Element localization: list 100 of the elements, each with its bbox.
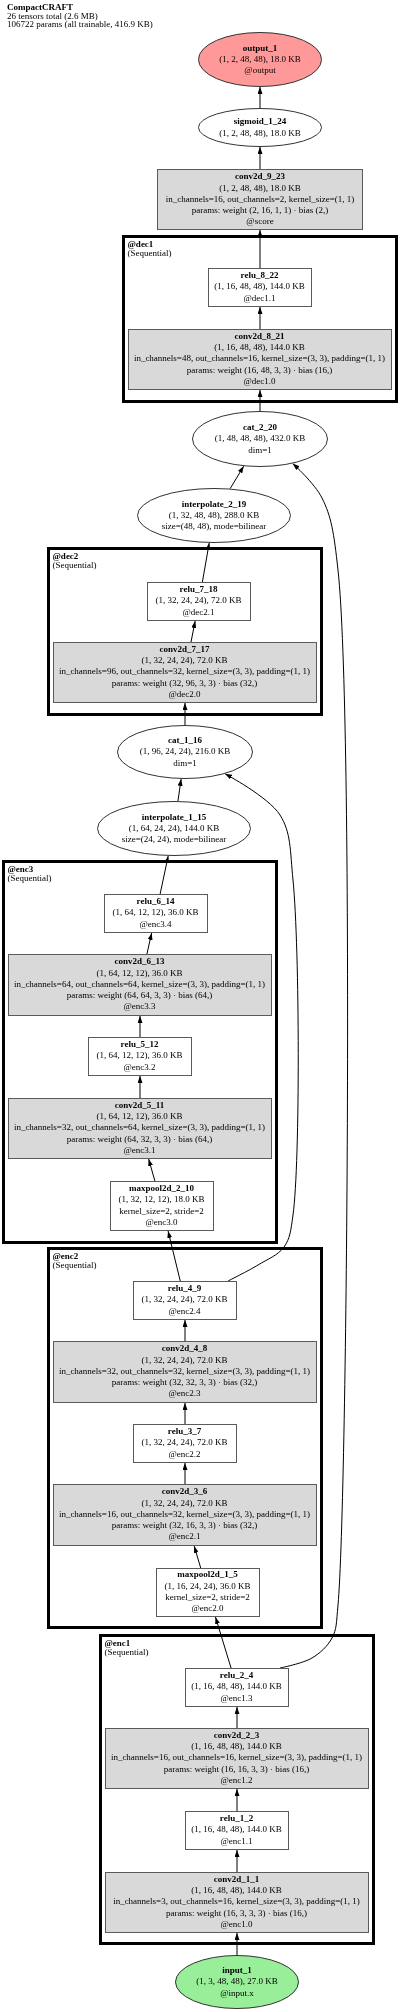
layer-name: conv2d_4_8 <box>161 1343 208 1355</box>
arrow <box>182 1319 188 1342</box>
layer-name: interpolate_2_19 <box>181 498 247 510</box>
layer-info: params: weight (2, 16, 1, 1) · bias (2,) <box>191 205 329 217</box>
layer-box <box>132 1280 237 1320</box>
layer-info: @enc1.1 <box>220 1835 253 1847</box>
layer-info: in_channels=96, out_channels=32, kernel_size=(3, 3), padding=(1, 1) <box>58 666 311 678</box>
layer-info: @enc2.1 <box>168 1531 201 1543</box>
arrow <box>177 778 183 802</box>
layer-info: @enc1.3 <box>220 1692 253 1704</box>
module-frame <box>122 235 398 403</box>
arrow <box>193 1545 202 1569</box>
layer-info: @score <box>246 216 274 228</box>
layer-info: @dec1.1 <box>243 292 276 304</box>
layer-info: @enc2.2 <box>168 1448 201 1460</box>
layer-info: in_channels=16, out_channels=16, kernel_size=(3, 3), padding=(1, 1) <box>110 1752 363 1764</box>
layer-box <box>132 1423 237 1463</box>
layer-info: (1, 64, 12, 12), 36.0 KB <box>96 967 183 979</box>
arrow <box>190 620 197 643</box>
layer-name: output_1 <box>242 42 278 54</box>
arrow <box>182 1462 188 1485</box>
layer-info: @enc3.2 <box>123 1061 156 1073</box>
operation-ellipse <box>117 725 253 779</box>
layer-info: (1, 64, 12, 12), 36.0 KB <box>96 1050 183 1062</box>
layer-info: (1, 32, 48, 48), 288.0 KB <box>168 509 260 522</box>
module-frame <box>47 547 323 716</box>
layer-name: sigmoid_1_24 <box>233 116 287 128</box>
arrow <box>182 1402 188 1425</box>
arrow <box>234 1788 240 1812</box>
layer-info: params: weight (32, 32, 3, 3) · bias (32,) <box>111 1377 258 1389</box>
layer-name: conv2d_1_1 <box>213 1873 260 1886</box>
arrow <box>234 1706 240 1729</box>
layer-name: relu_4_9 <box>167 1283 202 1295</box>
layer-name: relu_5_12 <box>120 1039 159 1051</box>
layer-box <box>104 1871 369 1933</box>
layer-box <box>184 1667 289 1707</box>
arrow <box>137 1075 143 1099</box>
layer-info: (1, 96, 24, 24), 216.0 KB <box>139 746 231 758</box>
layer-info: (1, 64, 12, 12), 36.0 KB <box>96 1111 183 1123</box>
layer-box <box>52 1340 317 1403</box>
layer-info: (1, 16, 48, 48), 144.0 KB <box>214 281 305 293</box>
layer-info: (1, 32, 24, 24), 72.0 KB <box>141 655 228 667</box>
layer-info: @enc3.1 <box>123 1144 156 1157</box>
module-frame <box>2 860 278 1244</box>
layer-info: @enc2.4 <box>168 1305 201 1317</box>
arrow <box>234 1932 240 1956</box>
layer-name: relu_1_2 <box>219 1813 254 1825</box>
arrow <box>137 1015 143 1038</box>
layer-info: (1, 16, 48, 48), 144.0 KB <box>191 1824 282 1836</box>
layer-info: @enc3.3 <box>123 1001 156 1013</box>
layer-info: in_channels=32, out_channels=32, kernel_size=(3, 3), padding=(1, 1) <box>58 1365 311 1378</box>
layer-name: relu_7_18 <box>179 584 218 596</box>
layer-info: in_channels=32, out_channels=64, kernel_size=(3, 3), padding=(1, 1) <box>13 1122 266 1134</box>
module-type: (Sequential) <box>52 1260 97 1270</box>
input-ellipse <box>175 1955 299 2009</box>
layer-box <box>127 328 392 390</box>
module-type: (Sequential) <box>7 873 52 883</box>
arrow <box>166 1230 181 1282</box>
module-name: @enc2 <box>52 1252 79 1261</box>
layer-name: conv2d_7_17 <box>159 643 210 656</box>
arrow <box>257 86 263 109</box>
layer-info: @dec2.1 <box>182 606 215 618</box>
layer-info: params: weight (32, 96, 3, 3) · bias (32,) <box>111 677 258 689</box>
layer-box <box>109 1180 214 1231</box>
layer-name: relu_3_7 <box>167 1426 202 1438</box>
layer-info: in_channels=16, out_channels=32, kernel_size=(3, 3), padding=(1, 1) <box>58 1508 311 1521</box>
module-frame <box>99 1634 375 1945</box>
layer-info: (1, 2, 48, 48), 18.0 KB <box>219 127 301 139</box>
arrow <box>257 389 263 412</box>
layer-info: (1, 16, 48, 48), 144.0 KB <box>214 342 305 354</box>
layer-name: maxpool2d_2_10 <box>129 1182 194 1195</box>
module-type: (Sequential) <box>104 1647 149 1657</box>
layer-info: @enc1.0 <box>220 1918 253 1931</box>
layer-box <box>52 1483 317 1546</box>
layer-info: dim=1 <box>173 757 197 769</box>
module-name: @dec2 <box>52 552 79 561</box>
arrow <box>201 542 211 583</box>
layer-box <box>87 1036 192 1076</box>
layer-box <box>7 1097 272 1159</box>
arrow <box>229 465 245 490</box>
layer-name: conv2d_8_21 <box>234 330 285 343</box>
layer-info: (1, 64, 12, 12), 36.0 KB <box>112 907 199 919</box>
layer-info: @enc1.2 <box>220 1774 253 1787</box>
layer-info: in_channels=48, out_channels=16, kernel_size=(3, 3), padding=(1, 1) <box>133 353 386 365</box>
layer-info: size=(48, 48), mode=bilinear <box>161 521 267 533</box>
layer-info: (1, 16, 48, 48), 144.0 KB <box>191 1885 282 1897</box>
diagram-title: CompactCRAFT <box>7 3 74 12</box>
layer-info: in_channels=16, out_channels=2, kernel_size=(1, 1) <box>165 193 355 206</box>
layer-box <box>207 267 312 307</box>
layer-info: @input.x <box>220 1987 254 1999</box>
summary-text: 106722 params (all trainable, 416.9 KB) <box>7 20 153 30</box>
summary-text: 26 tensors total (2.6 MB) <box>7 11 99 21</box>
layer-name: maxpool2d_1_5 <box>177 1569 238 1581</box>
layer-info: @enc2.0 <box>191 1603 224 1615</box>
module-name: @enc1 <box>104 1639 131 1648</box>
layer-info: (1, 16, 24, 24), 36.0 KB <box>164 1580 251 1592</box>
layer-info: @enc3.0 <box>145 1216 178 1229</box>
arrow <box>159 855 170 895</box>
layer-info: (1, 32, 24, 24), 72.0 KB <box>141 1497 228 1509</box>
layer-name: cat_2_20 <box>243 422 277 434</box>
